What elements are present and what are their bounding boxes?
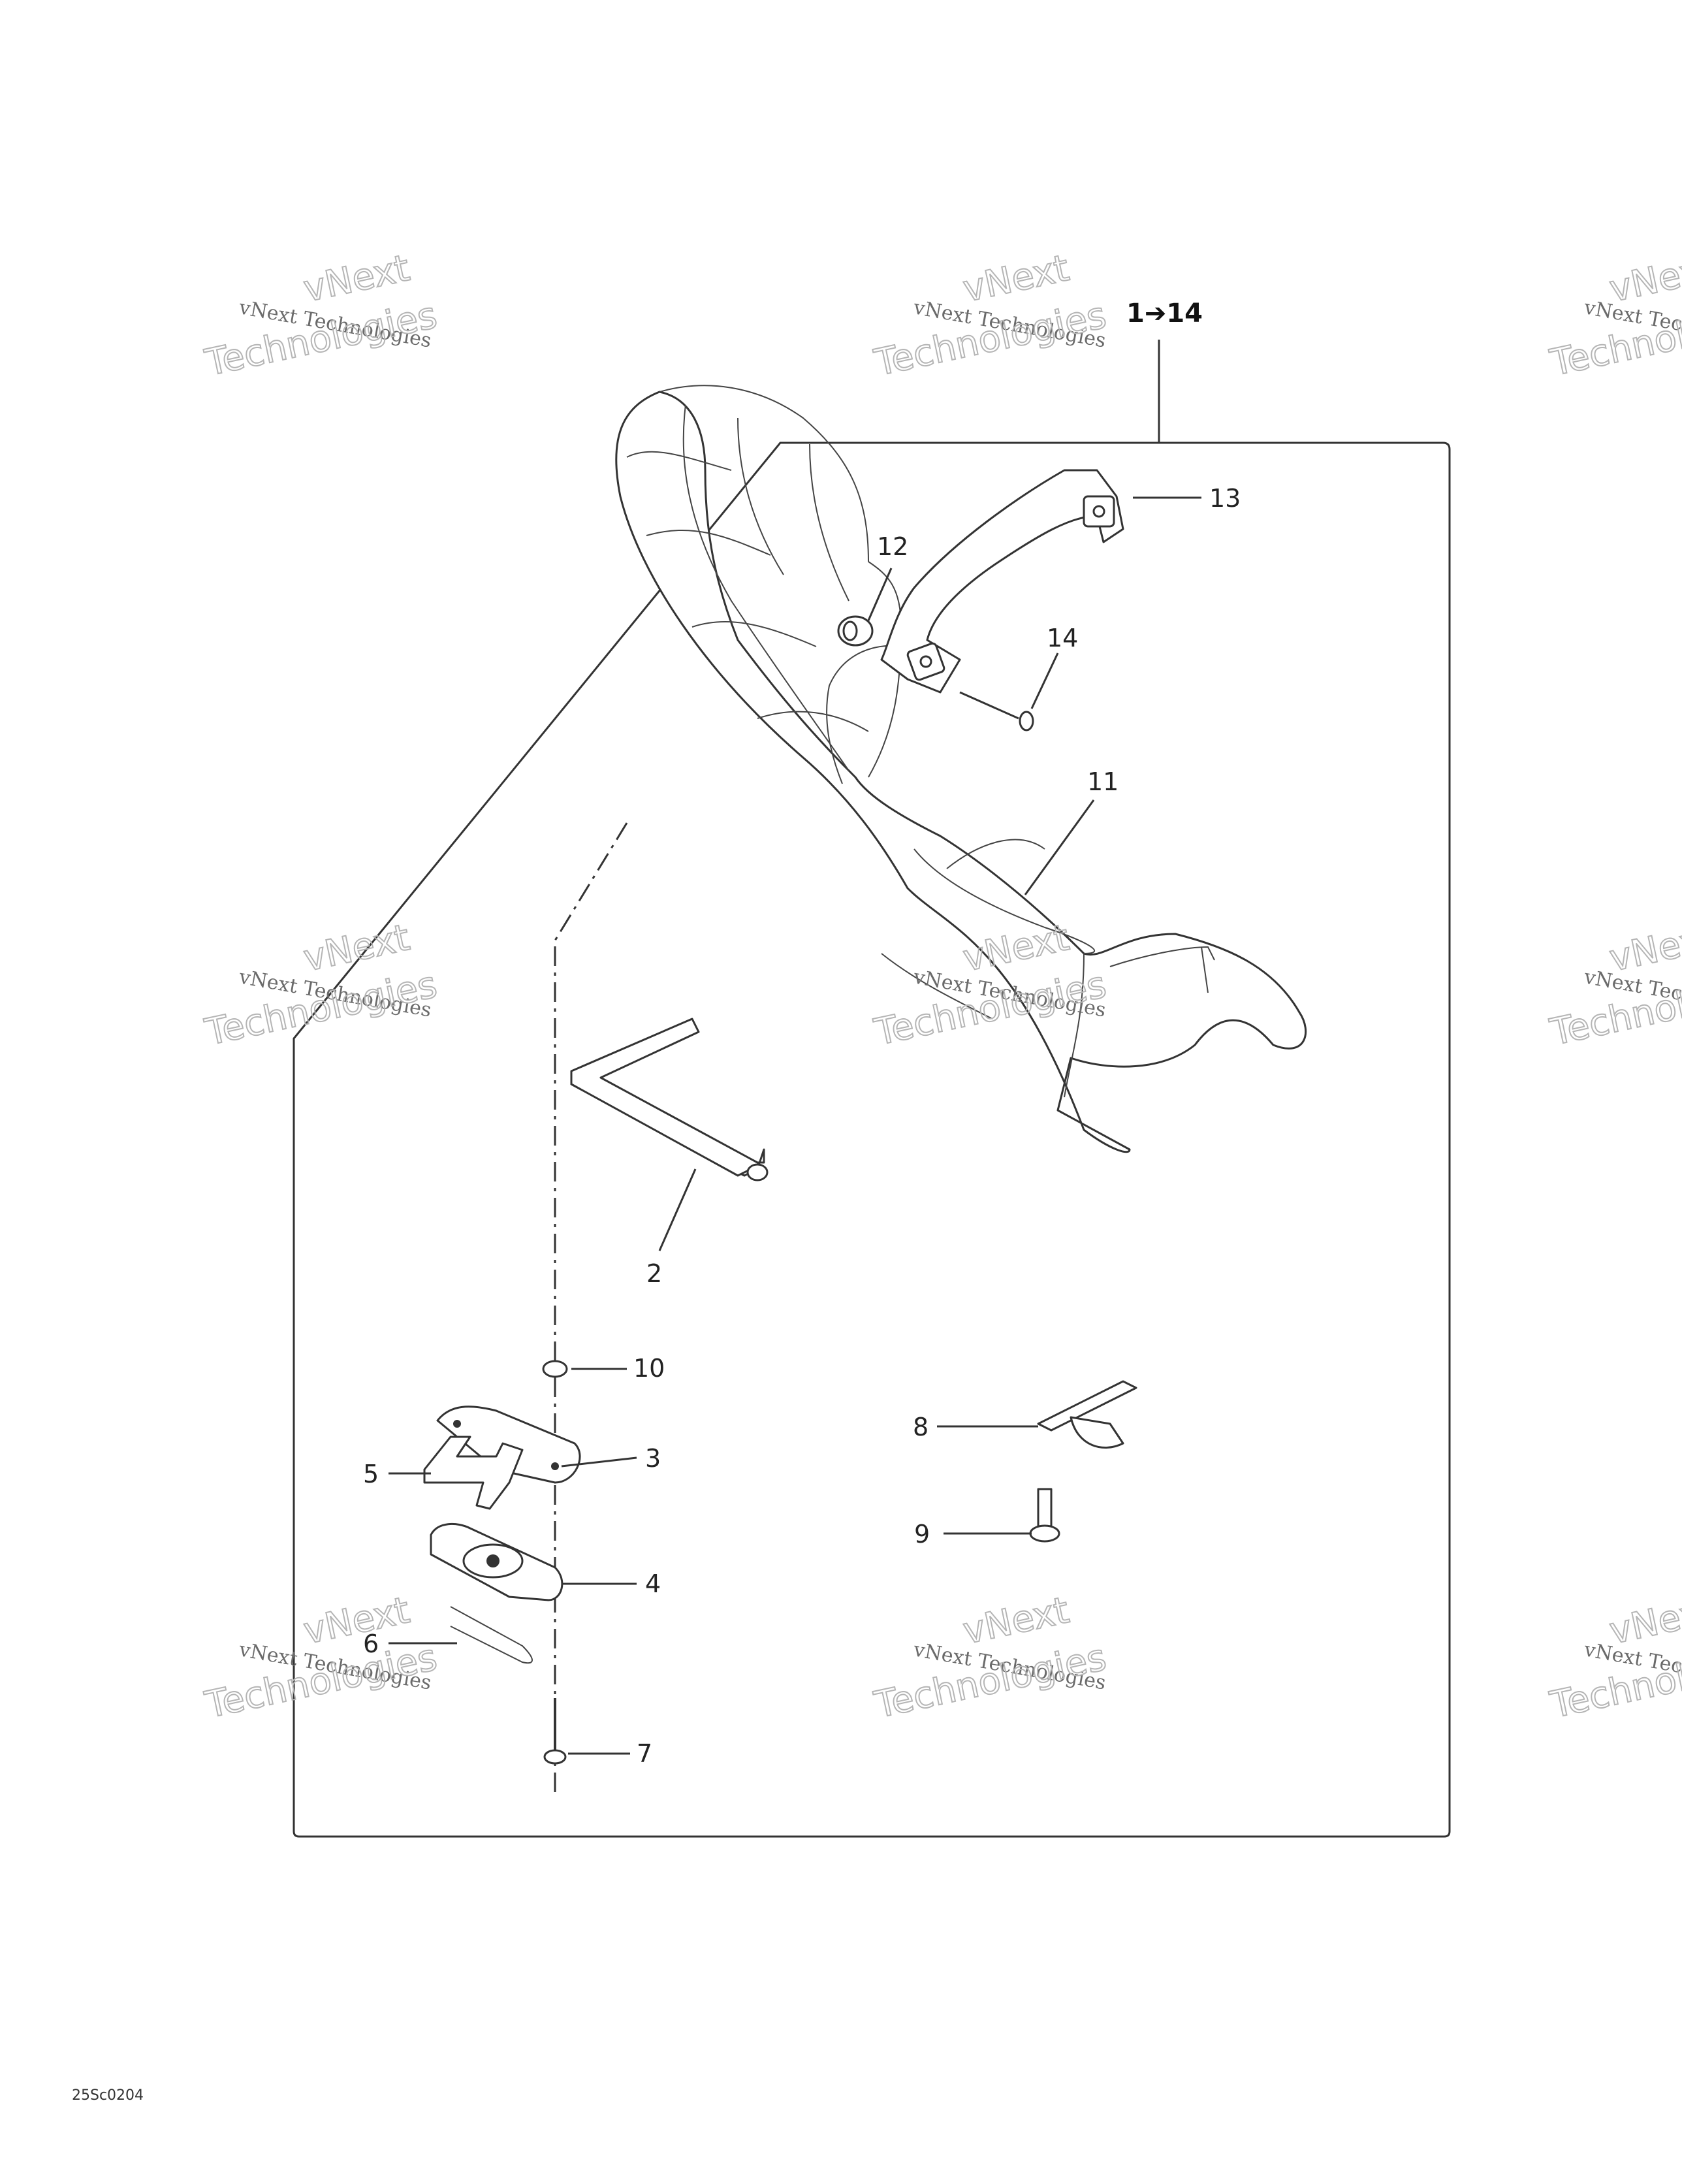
- svg-text:vNext: vNext: [959, 1589, 1073, 1653]
- callout-11: 11: [1087, 767, 1119, 796]
- grommet-part: [837, 615, 874, 647]
- callout-8: 8: [913, 1413, 928, 1441]
- watermark: vNext vNext Technologies Technologies: [870, 1588, 1110, 1727]
- leader-14: [1030, 652, 1059, 709]
- callout-2: 2: [646, 1259, 662, 1288]
- watermark: vNext vNext Technologies Technologies: [1546, 916, 1682, 1055]
- seat-part: [615, 385, 1307, 1153]
- watermark: vNext vNext Technologies Technologies: [200, 1588, 441, 1727]
- callout-7: 7: [637, 1739, 652, 1768]
- callout-3: 3: [645, 1444, 661, 1473]
- bolt-part: [1029, 1488, 1060, 1543]
- watermark: vNext vNext Technologies Technologies: [870, 246, 1110, 385]
- washer-part: [542, 1360, 568, 1378]
- screw-part-14: [959, 691, 1034, 731]
- svg-text:vNext: vNext: [959, 247, 1073, 311]
- callout-9: 9: [914, 1520, 930, 1549]
- watermark: vNext vNext Technologies Technologies: [1546, 1588, 1682, 1727]
- callout-5: 5: [363, 1460, 379, 1488]
- callout-6: 6: [363, 1630, 379, 1658]
- foam-strip-part: [570, 1018, 769, 1181]
- bracket-part: [1037, 1380, 1137, 1449]
- callout-10: 10: [633, 1354, 665, 1383]
- leader-12: [867, 568, 893, 621]
- latch-hook-part: [423, 1436, 524, 1510]
- callout-13: 13: [1209, 484, 1241, 513]
- assembly-label: 1➔14: [1126, 298, 1203, 329]
- spring-wire-part: [450, 1606, 533, 1664]
- watermark: vNext vNext Technologies Technologies: [1546, 246, 1682, 385]
- screw-part-7: [543, 1698, 567, 1765]
- svg-text:Technologies: Technologies: [870, 294, 1109, 385]
- grab-handle-part: [880, 469, 1124, 694]
- svg-text:Technologies: Technologies: [870, 1636, 1109, 1727]
- latch-base-part: [430, 1522, 563, 1601]
- alignment-centerline: [554, 822, 628, 1796]
- watermark: vNext vNext Technologies Technologies: [200, 246, 441, 385]
- assembly-frame: [293, 442, 1451, 1838]
- watermark: vNext vNext Technologies Technologies: [200, 916, 441, 1055]
- leader-2: [658, 1168, 697, 1251]
- leader-11: [1024, 799, 1095, 895]
- figure-code: 25Sc0204: [72, 2087, 144, 2104]
- watermark: vNext vNext Technologies Technologies: [870, 916, 1110, 1055]
- callout-14: 14: [1047, 624, 1078, 652]
- callout-4: 4: [645, 1569, 661, 1598]
- callout-12: 12: [877, 532, 908, 561]
- leader-3: [561, 1456, 637, 1468]
